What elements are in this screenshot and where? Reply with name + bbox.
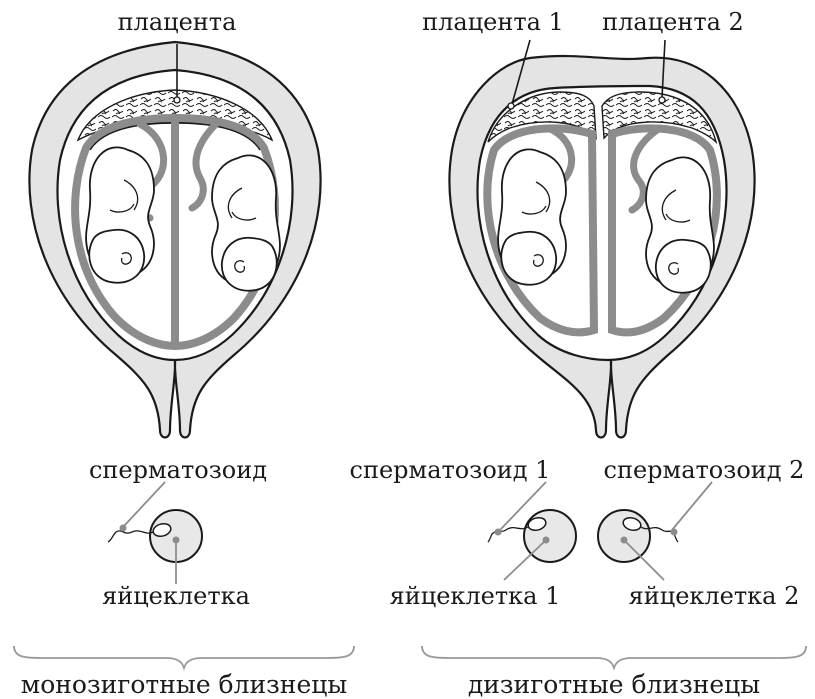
label-egg-2: яйцеклетка 2 bbox=[629, 582, 800, 610]
sperm-tail bbox=[108, 531, 153, 542]
label-placenta-1: плацента 1 bbox=[422, 8, 564, 36]
brace-dizygotic bbox=[422, 646, 806, 668]
dizygotic-uterus bbox=[449, 40, 754, 438]
fetus-right bbox=[212, 155, 280, 290]
label-placenta: плацента bbox=[118, 8, 237, 36]
fetus-1 bbox=[498, 149, 566, 284]
label-sperm-2: сперматозоид 2 bbox=[604, 456, 805, 484]
monozygotic-gametes bbox=[108, 482, 202, 584]
caption-dizygotic: дизиготные близнецы bbox=[468, 670, 760, 699]
egg-2 bbox=[598, 510, 650, 562]
label-sperm-1: сперматозоид 1 bbox=[350, 456, 551, 484]
label-placenta-2: плацента 2 bbox=[602, 8, 744, 36]
fetus-left bbox=[86, 147, 154, 282]
caption-monozygotic: монозиготные близнецы bbox=[21, 670, 347, 699]
fetus-2 bbox=[646, 157, 714, 292]
label-egg-1: яйцеклетка 1 bbox=[390, 582, 561, 610]
monozygotic-uterus bbox=[29, 42, 320, 438]
label-egg: яйцеклетка bbox=[102, 582, 250, 610]
brace-monozygotic bbox=[14, 646, 354, 668]
sperm-1-tail bbox=[488, 527, 528, 542]
dizygotic-gametes bbox=[488, 482, 712, 580]
label-sperm: сперматозоид bbox=[89, 456, 267, 484]
